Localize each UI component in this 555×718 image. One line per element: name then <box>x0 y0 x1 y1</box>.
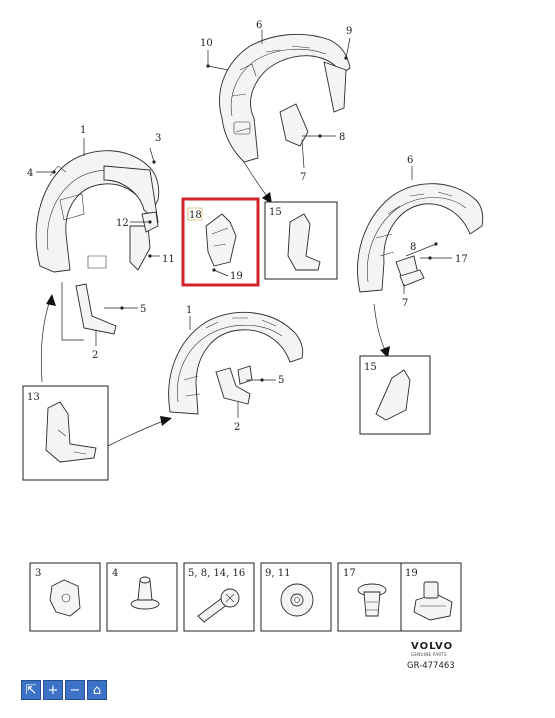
svg-text:7: 7 <box>402 298 408 309</box>
callout-6-top: 6 <box>256 20 262 44</box>
svg-text:10: 10 <box>200 38 213 49</box>
volvo-logo: VOLVO <box>411 641 454 652</box>
callout-9: 9 <box>344 26 352 60</box>
callout-19: 19 <box>212 268 243 282</box>
wheel-liner-right[interactable] <box>357 183 484 293</box>
mudflap-13[interactable] <box>45 401 97 463</box>
callout-5-center: 5 <box>246 375 284 386</box>
svg-text:17: 17 <box>343 568 356 579</box>
svg-text:17: 17 <box>455 254 468 265</box>
svg-text:9: 9 <box>346 26 352 37</box>
plastic-rivet-icon <box>357 583 387 617</box>
callout-13: 13 <box>27 392 40 403</box>
bracket-18[interactable] <box>205 213 237 267</box>
fastener-box-4[interactable]: 4 <box>106 562 178 632</box>
mudflap-15-center[interactable] <box>287 213 321 271</box>
callout-12: 12 <box>116 218 152 229</box>
callout-6-right: 6 <box>407 155 413 180</box>
svg-text:5: 5 <box>278 375 284 386</box>
callout-5-left: 5 <box>104 304 146 315</box>
svg-text:9, 11: 9, 11 <box>265 568 290 579</box>
svg-text:4: 4 <box>112 568 118 579</box>
callout-7-top: 7 <box>300 139 306 183</box>
wheel-liner-center[interactable] <box>168 312 304 415</box>
callout-8-top: 8 <box>302 132 345 143</box>
viewer-toolbar: ⇱ + − ⌂ <box>21 680 107 700</box>
arrow-left-to-13 <box>40 299 51 383</box>
plus-icon: + <box>47 682 59 698</box>
callout-2-left: 2 <box>92 330 98 361</box>
arrow-13-to-center <box>107 419 167 447</box>
fastener-box-17[interactable]: 17 <box>337 562 409 632</box>
screw-icon <box>197 588 240 623</box>
mud-strip-left[interactable] <box>75 283 117 335</box>
svg-text:1: 1 <box>186 305 192 316</box>
svg-text:2: 2 <box>234 422 240 433</box>
svg-text:6: 6 <box>256 20 262 31</box>
svg-text:1: 1 <box>80 125 86 136</box>
svg-text:12: 12 <box>116 218 129 229</box>
svg-text:11: 11 <box>162 254 175 265</box>
svg-text:8: 8 <box>339 132 345 143</box>
callout-1: 1 <box>80 125 86 156</box>
label-box-18 <box>187 207 203 221</box>
arrow-right-to-15 <box>373 303 387 353</box>
callout-17: 17 <box>420 254 468 265</box>
home-button[interactable]: ⌂ <box>87 680 107 700</box>
clip-icon <box>413 581 453 621</box>
fastener-box-5-8-14-16[interactable]: 5, 8, 14, 16 <box>183 562 255 632</box>
svg-text:8: 8 <box>410 242 416 253</box>
diagram-reference: GR-477463 <box>407 661 455 671</box>
arrow-top-to-15 <box>243 161 271 201</box>
callout-15-center: 15 <box>269 207 282 218</box>
washer-nut-icon <box>280 583 314 617</box>
svg-text:7: 7 <box>300 172 306 183</box>
select-tool-button[interactable]: ⇱ <box>21 680 41 700</box>
svg-text:4: 4 <box>27 168 33 179</box>
clip-nut-icon <box>49 579 81 617</box>
callout-2-center: 2 <box>234 402 240 433</box>
wheel-liner-left[interactable] <box>35 150 160 273</box>
callout-1-center: 1 <box>186 305 192 330</box>
callout-18: 18 <box>189 210 202 221</box>
fastener-legend: 3 4 5, 8, 14, 16 <box>29 562 462 632</box>
mudflap-15-right[interactable] <box>375 369 411 421</box>
callout-10: 10 <box>200 38 229 71</box>
push-rivet-icon <box>130 576 160 610</box>
callout-15-right: 15 <box>364 362 377 373</box>
home-icon: ⌂ <box>92 682 102 698</box>
callout-3: 3 <box>149 133 161 164</box>
callout-7-right: 7 <box>402 284 408 309</box>
svg-text:19: 19 <box>405 568 418 579</box>
cursor-icon: ⇱ <box>25 682 37 698</box>
svg-text:19: 19 <box>230 271 243 282</box>
svg-text:5, 8, 14, 16: 5, 8, 14, 16 <box>188 568 245 579</box>
genuine-parts-tagline: GENUINE PARTS <box>411 652 447 657</box>
wheel-liner-top[interactable] <box>219 33 351 163</box>
svg-text:3: 3 <box>35 568 41 579</box>
svg-text:2: 2 <box>92 350 98 361</box>
callout-8-right: 8 <box>405 242 438 257</box>
zoom-in-button[interactable]: + <box>43 680 63 700</box>
fastener-box-3[interactable]: 3 <box>29 562 101 632</box>
callout-11: 11 <box>148 254 175 265</box>
svg-text:3: 3 <box>155 133 161 144</box>
bracket-left <box>61 282 84 341</box>
fastener-box-19[interactable]: 19 <box>400 562 462 632</box>
svg-text:6: 6 <box>407 155 413 166</box>
fastener-box-9-11[interactable]: 9, 11 <box>260 562 332 632</box>
minus-icon: − <box>69 682 81 698</box>
zoom-out-button[interactable]: − <box>65 680 85 700</box>
svg-text:5: 5 <box>140 304 146 315</box>
callout-4: 4 <box>27 168 56 179</box>
